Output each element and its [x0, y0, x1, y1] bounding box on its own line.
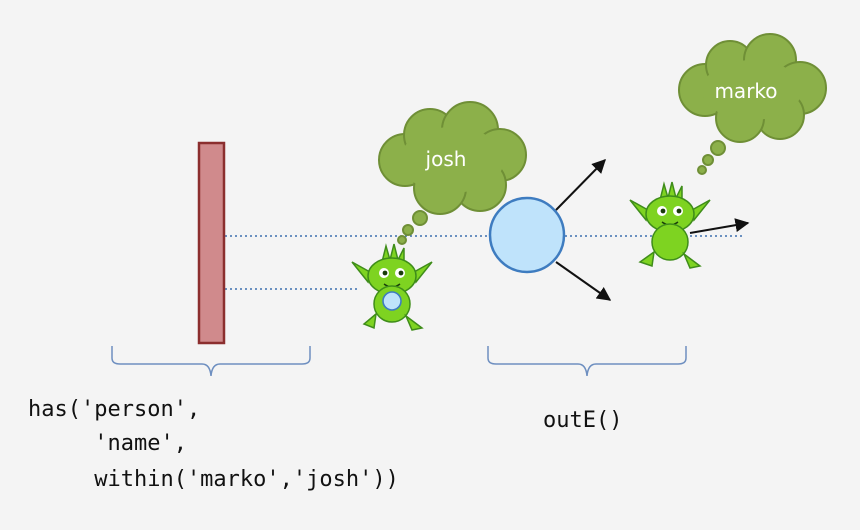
- thought-bubble-marko: marko: [678, 33, 827, 175]
- code-line-2: 'name',: [28, 431, 187, 456]
- vertex-icon: [488, 196, 566, 274]
- thought-bubble-label-marko: marko: [714, 79, 777, 103]
- code-line-3: within('marko','josh')): [28, 467, 399, 492]
- gremlin-icon: [629, 181, 711, 269]
- thought-bubble-icon: [378, 101, 527, 245]
- code-line-1: has('person',: [28, 397, 200, 422]
- arrow-icon: [555, 261, 612, 301]
- index-bar-icon: [197, 141, 226, 345]
- thought-bubble-label-josh: josh: [425, 147, 467, 171]
- thought-bubble-josh: josh: [378, 101, 527, 245]
- arrow-icon: [689, 218, 750, 234]
- thought-bubble-icon: [678, 33, 827, 175]
- arrow-icon: [555, 159, 606, 211]
- gremlin-icon: [351, 243, 433, 331]
- code-outE: outE(): [543, 408, 622, 433]
- brace-icon: [111, 346, 311, 377]
- brace-icon: [487, 346, 687, 377]
